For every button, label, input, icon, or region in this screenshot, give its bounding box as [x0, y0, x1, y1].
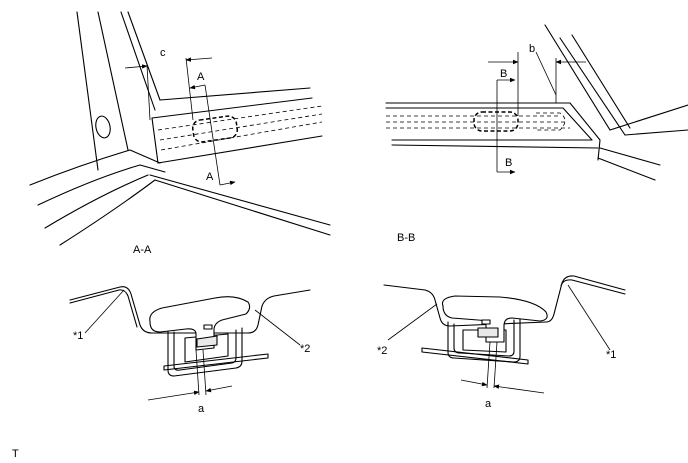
caption-view-aa: A-A [133, 244, 152, 256]
rail-hidden-3 [160, 121, 323, 151]
rail-lower-edge [157, 135, 323, 164]
clip-head-right [441, 295, 548, 343]
channel-inner [173, 329, 237, 371]
channel-outer-right [447, 317, 521, 363]
rail-hidden-1 [157, 105, 323, 131]
callout-2-right: *2 [377, 345, 387, 357]
dim-c-label: c [160, 47, 166, 59]
dim-b-label: b [529, 43, 535, 55]
pillar-hole [95, 115, 111, 139]
backing-plate-right [421, 347, 529, 365]
dim-a-arrow-left [147, 390, 200, 401]
clip-tab [203, 324, 213, 330]
sill-curve-3 [44, 174, 149, 229]
section-right-drawing [383, 275, 626, 394]
dim-a-right-arrow-right [493, 384, 545, 394]
panel-skin-right-inner [560, 279, 626, 295]
channel-outer [167, 327, 243, 377]
dim-a-right-ext-right [493, 341, 498, 389]
rail-end [151, 117, 159, 164]
leader-1-right [567, 284, 611, 351]
bb-pillar-1 [544, 24, 611, 131]
bb-pillar-3 [571, 34, 631, 129]
pillar-outer-right [127, 11, 161, 101]
backing-plate [163, 353, 269, 371]
view-bb-drawing: b B B [385, 24, 688, 181]
caption-view-bb: B-B [397, 232, 415, 244]
floor-line-2 [149, 174, 331, 226]
dim-a-label-left: a [198, 403, 205, 415]
channel-inner-right [453, 319, 515, 357]
view-aa-drawing: c A A [29, 11, 331, 246]
corner-mark: T [12, 448, 19, 460]
bb-pillar-2 [559, 37, 626, 136]
dim-a-right-ext-left [486, 341, 491, 389]
pillar-outer-left [76, 11, 99, 171]
rail-hidden-2 [159, 113, 323, 141]
sill-curve-2 [37, 164, 166, 206]
rail-upper-edge [151, 97, 313, 119]
dim-c-arrow-left [124, 64, 148, 69]
dim-c-ext-right [185, 57, 194, 121]
clip-slot-right [477, 327, 499, 338]
dim-c-arrow-right [185, 57, 213, 62]
dim-b-leader [535, 51, 557, 96]
dim-a-label-right: a [485, 398, 492, 410]
leader-1-left [84, 289, 125, 334]
dim-a-ext-right [202, 349, 207, 396]
rail-top-edge [159, 87, 311, 101]
bb-rail-bottom [391, 144, 599, 149]
section-a-arrow-top [189, 84, 206, 90]
bb-rail-hidden-4 [536, 112, 566, 131]
clip-tab-right [481, 319, 491, 325]
callout-1-left: *1 [73, 330, 83, 342]
dim-a-right-arrow-left [460, 379, 488, 387]
bb-clip-hidden-outline [473, 111, 519, 132]
panel-skin-left-inner [69, 289, 138, 328]
callout-2-left: *2 [300, 343, 310, 355]
section-a-label-bottom: A [206, 171, 214, 183]
bb-rail-top [385, 102, 601, 161]
section-a-arrow-bottom [219, 180, 236, 186]
leader-2-left [254, 309, 301, 346]
section-b-label-top: B [500, 68, 507, 80]
leader-2-right [387, 303, 438, 341]
dim-c-ext-left [146, 64, 151, 121]
sill-curve-1 [29, 149, 161, 186]
bb-struct-4 [624, 129, 688, 136]
bb-struct-3 [597, 157, 656, 181]
callout-1-right: *1 [606, 349, 616, 361]
clip-slot [196, 335, 218, 348]
bb-struct-1 [609, 104, 688, 131]
section-line-a [204, 84, 221, 186]
pillar-inner-left [97, 11, 129, 151]
sill-curve-4 [59, 179, 156, 246]
pillar-inner-right [120, 11, 156, 111]
bb-rail-upper [385, 107, 593, 141]
bb-struct-2 [599, 147, 661, 166]
dim-a-ext-left [195, 349, 200, 396]
section-b-label-bottom: B [505, 157, 512, 169]
section-left-drawing [69, 286, 311, 401]
floor-line [154, 179, 331, 236]
dim-a-arrow-right [205, 385, 233, 393]
clip-hidden-outline [191, 115, 239, 143]
clip-head [149, 296, 251, 351]
section-a-label-top: A [197, 71, 205, 83]
